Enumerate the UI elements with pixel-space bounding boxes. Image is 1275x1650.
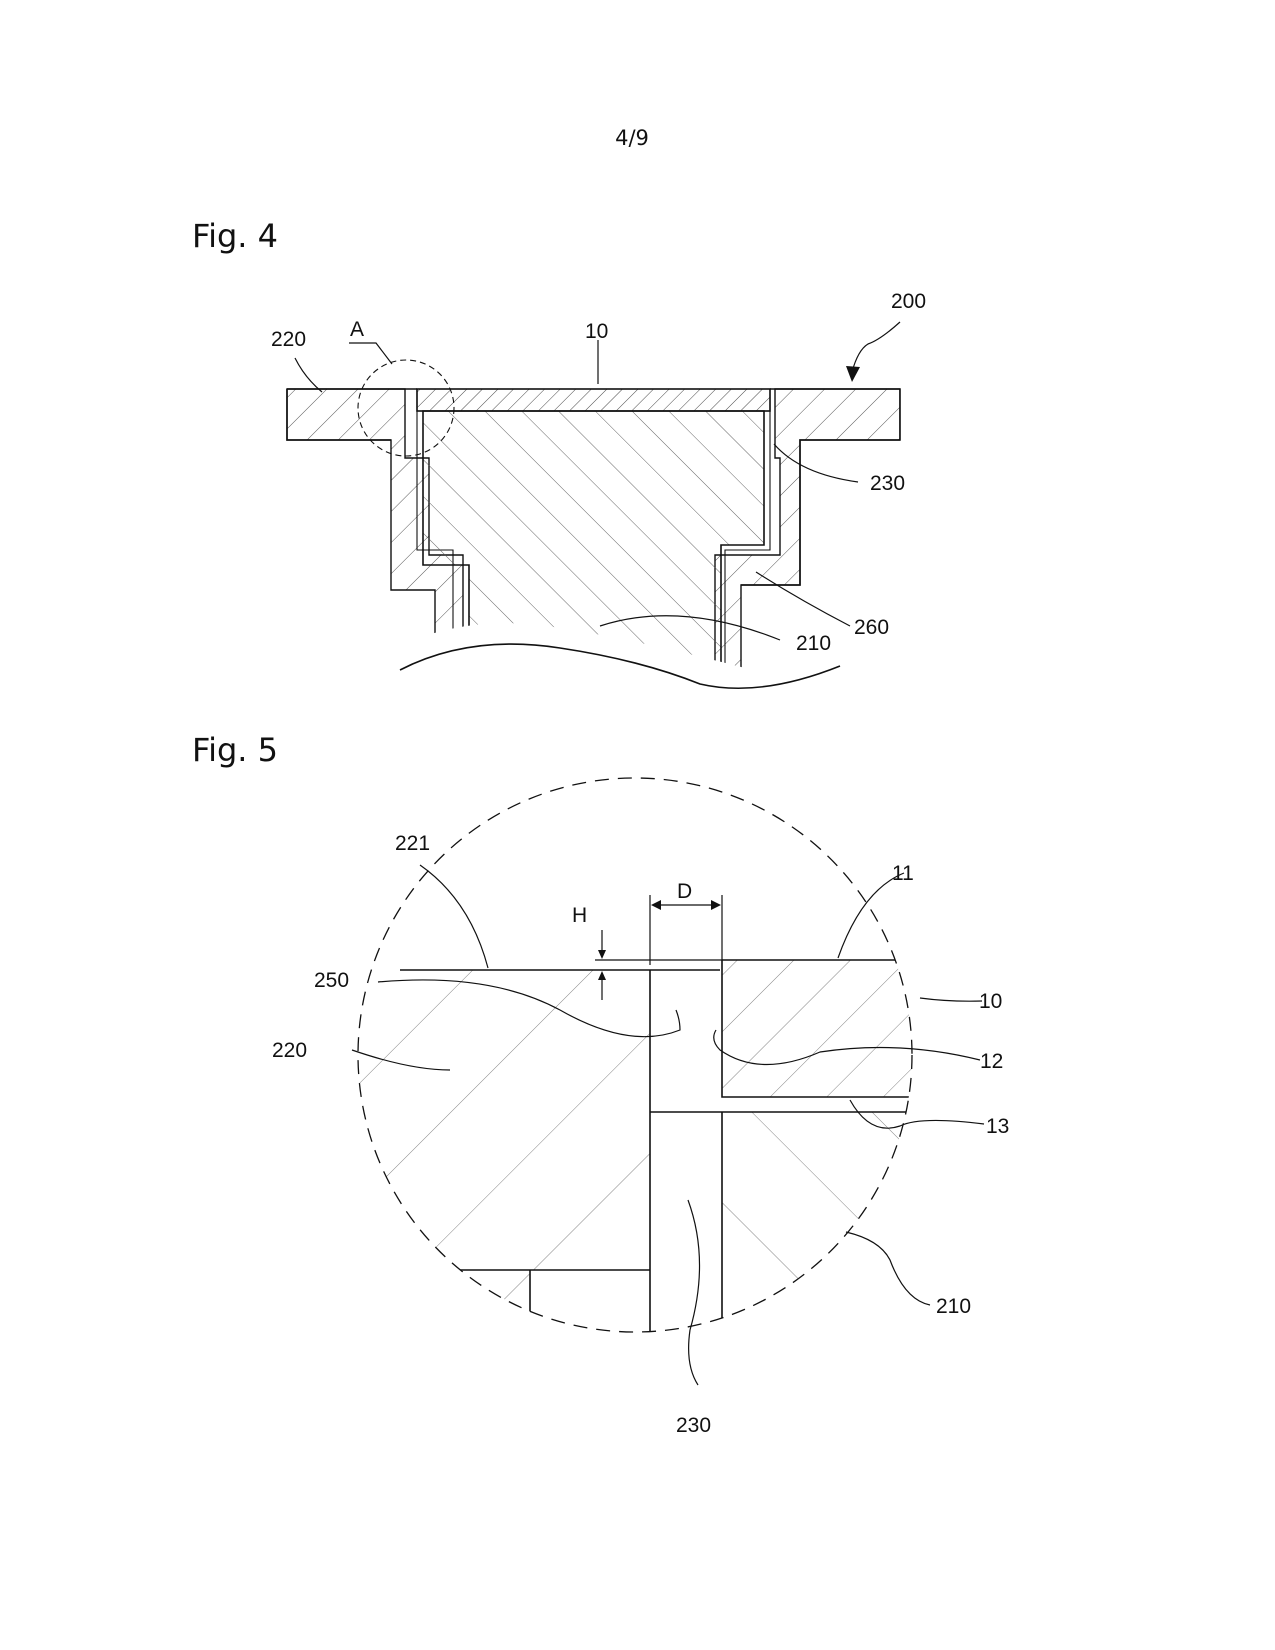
leader-10-fig5 — [920, 998, 982, 1001]
label-250: 250 — [314, 969, 349, 992]
label-210: 210 — [796, 632, 831, 655]
core-210 — [423, 411, 764, 700]
label-230-fig5: 230 — [676, 1414, 711, 1437]
leader-a — [349, 343, 392, 364]
page-number: 4/9 — [615, 126, 649, 150]
leader-11 — [838, 873, 904, 958]
detail-220 — [340, 970, 650, 1360]
leader-221 — [420, 865, 488, 968]
arrowhead-200 — [846, 366, 860, 382]
leader-220 — [295, 358, 322, 392]
label-h: H — [572, 904, 587, 927]
figure-5: Fig. 5 D H — [192, 731, 1009, 1437]
plate-10 — [417, 389, 770, 411]
leader-210-fig5 — [846, 1232, 930, 1305]
fig4-break-line — [400, 644, 840, 688]
fig5-detail-body — [340, 960, 960, 1360]
label-210-fig5: 210 — [936, 1295, 971, 1318]
label-260: 260 — [854, 616, 889, 639]
detail-plate-10 — [722, 960, 952, 1097]
label-10-fig5: 10 — [979, 990, 1002, 1013]
label-a: A — [350, 318, 364, 341]
leader-230-fig5 — [688, 1200, 700, 1385]
label-230: 230 — [870, 472, 905, 495]
detail-core-210 — [722, 1112, 960, 1360]
label-220-fig5: 220 — [272, 1039, 307, 1062]
fig5-title: Fig. 5 — [192, 731, 278, 769]
figure-4: Fig. 4 220 A 10 200 23 — [192, 217, 926, 700]
label-10: 10 — [585, 320, 608, 343]
fig4-title: Fig. 4 — [192, 217, 278, 255]
label-220: 220 — [271, 328, 306, 351]
label-12: 12 — [980, 1050, 1003, 1073]
label-221: 221 — [395, 832, 430, 855]
leader-200 — [852, 322, 900, 372]
label-200: 200 — [891, 290, 926, 313]
label-11: 11 — [892, 862, 914, 885]
label-13: 13 — [986, 1115, 1009, 1138]
label-d: D — [677, 880, 692, 903]
